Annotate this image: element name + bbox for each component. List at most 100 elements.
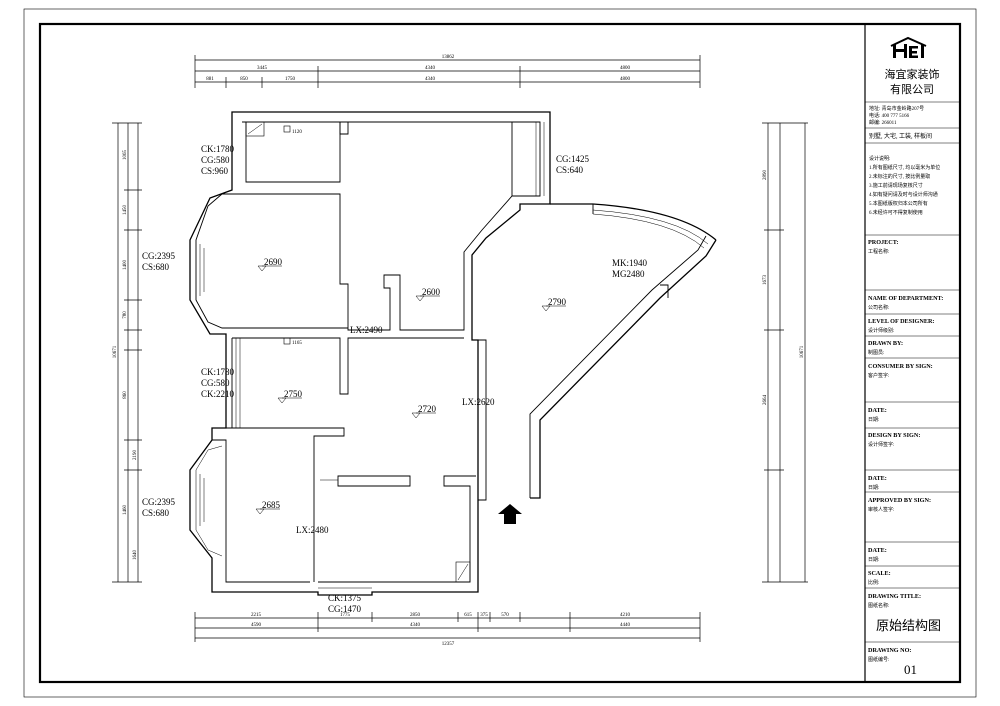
- room2-ck2: CK:2210: [201, 389, 235, 399]
- dim-left-2: 1400: [123, 260, 128, 271]
- dim-left-0: 1065: [123, 150, 128, 161]
- height-marker-2750: 2750: [277, 389, 303, 404]
- height-2720: 2720: [418, 404, 437, 414]
- title-block: 海宜家装饰 有限公司 地址: 青岛市金岭路207号 电话: 400 777 51…: [864, 24, 960, 682]
- room1-cs: CS:960: [201, 166, 229, 176]
- dim-bottom-1-1: 1775: [340, 613, 351, 618]
- left-dimensions: 10671 1065 1450 1400 780 860 2190 1460 1…: [112, 122, 142, 583]
- height-2685: 2685: [262, 500, 281, 510]
- entrance-arrow-icon: [498, 504, 522, 524]
- dim-bottom-2-1: 4340: [410, 623, 421, 628]
- room1-ck: CK:1780: [201, 144, 235, 154]
- top-dimensions: 13862 3445 4340 4800 881 850 1750 4340 4…: [194, 55, 701, 88]
- scale-label-cn: 比例:: [868, 579, 879, 586]
- dim-left-7: 1640: [133, 550, 138, 561]
- drawing-title-value: 原始结构图: [876, 618, 941, 633]
- room1-cg: CG:580: [201, 155, 230, 165]
- date-label-2-en: DATE:: [868, 475, 887, 482]
- date-label-1-en: DATE:: [868, 407, 887, 414]
- dim-top-3-0: 881: [206, 77, 214, 82]
- dim-right-total: 10671: [800, 345, 805, 358]
- dim-bottom-1-4: 375: [480, 613, 488, 618]
- balcony-cg: CG:1425: [556, 154, 590, 164]
- design-sign-label-cn: 设计师签字:: [868, 441, 894, 448]
- date-label-1-cn: 日期:: [868, 417, 879, 423]
- note-line-2: 2.未标注的尺寸, 按比例量取: [869, 173, 930, 180]
- room-annotations: CK:1780 CG:580 CS:960 CG:2395 CS:680 CG:…: [142, 130, 648, 614]
- room2-ck: CK:1780: [201, 367, 235, 377]
- approved-sign-label-cn: 审核人签字:: [868, 506, 894, 513]
- dim-top-total: 13862: [442, 55, 455, 60]
- height-marker-2720: 2720: [411, 404, 437, 419]
- height-marker-2690: 2690: [257, 257, 283, 272]
- drawn-by-label-en: DRAWN BY:: [868, 340, 903, 347]
- department-label-en: NAME OF DEPARTMENT:: [868, 295, 943, 302]
- bay1-cs: CS:680: [142, 262, 170, 272]
- drawing-no-value: 01: [904, 662, 917, 677]
- drawing-title-label-en: DRAWING TITLE:: [868, 593, 921, 600]
- balcony-cs: CS:640: [556, 165, 584, 175]
- dim-bottom-total: 12357: [442, 642, 455, 647]
- note-line-5: 5.本图纸版权归本公司所有: [869, 200, 928, 207]
- height-marker-2685: 2685: [255, 500, 281, 515]
- ceiling-height-markers: 2690 2600 2790 2750 2720 2685: [255, 257, 567, 515]
- floor-plan-walls: [189, 111, 717, 596]
- consumer-sign-label-en: CONSUMER BY SIGN:: [868, 363, 933, 370]
- door-mg: MG2480: [612, 269, 645, 279]
- dim-left-4: 860: [123, 391, 128, 399]
- small-dim-1165: 1165: [292, 341, 302, 346]
- dim-bottom-2-0: 4590: [251, 623, 262, 628]
- dim-bottom-2-2: 4440: [620, 623, 631, 628]
- approved-sign-label-en: APPROVED BY SIGN:: [868, 497, 931, 504]
- bottom-dimensions: 2215 1775 2850 615 375 570 4210 4590 434…: [194, 612, 701, 647]
- company-name-line2: 有限公司: [890, 82, 934, 96]
- outer-border: [23, 8, 977, 698]
- dim-left-5: 2190: [133, 450, 138, 461]
- project-label-cn: 工程名称:: [868, 248, 889, 255]
- date-label-2-cn: 日期:: [868, 485, 879, 491]
- room2-cg: CG:580: [201, 378, 230, 388]
- dim-top-2-1: 4340: [425, 66, 436, 71]
- lx-2480: LX:2480: [296, 525, 329, 535]
- note-line-4: 4.如有疑问请及时与设计师沟通: [869, 191, 938, 198]
- door-mk: MK:1940: [612, 258, 648, 268]
- height-marker-2600: 2600: [415, 287, 441, 302]
- level-label-en: LEVEL OF DESIGNER:: [868, 318, 934, 325]
- bottom-window-ck: CK:1375: [328, 593, 362, 603]
- dim-bottom-1-2: 2850: [410, 613, 421, 618]
- dim-left-3: 780: [123, 311, 128, 319]
- height-2790: 2790: [548, 297, 567, 307]
- dim-top-3-3: 4340: [425, 77, 436, 82]
- dim-bottom-1-0: 2215: [251, 613, 262, 618]
- address-line-3: 邮编: 266011: [869, 119, 897, 126]
- inner-border: [38, 22, 962, 684]
- note-line-6: 6.未经许可不得复制使用: [869, 209, 923, 216]
- dim-top-2-0: 3445: [257, 66, 268, 71]
- level-label-cn: 设计师级别:: [868, 327, 894, 334]
- dim-top-3-2: 1750: [285, 77, 296, 82]
- drawing-no-label-cn: 图纸编号:: [868, 656, 889, 663]
- dim-bottom-1-3: 615: [464, 613, 472, 618]
- bottom-window-cg: CG:1470: [328, 604, 362, 614]
- date-label-3-en: DATE:: [868, 547, 887, 554]
- department-label-cn: 公司名称:: [868, 304, 889, 311]
- dim-left-6: 1460: [123, 505, 128, 516]
- dim-right-0: 2890: [763, 170, 768, 181]
- scale-label-en: SCALE:: [868, 570, 891, 577]
- design-notes: 设计说明: 1.所有图纸尺寸, 均以毫米为单位 2.未标注的尺寸, 按比例量取 …: [869, 155, 940, 216]
- dim-top-3-4: 4800: [620, 77, 631, 82]
- height-2690: 2690: [264, 257, 283, 267]
- lx-2490: LX:2490: [350, 325, 383, 335]
- right-dimensions: 2890 1673 2664 10671: [762, 122, 808, 583]
- height-2750: 2750: [284, 389, 303, 399]
- dim-right-2: 2664: [763, 395, 768, 406]
- height-2600: 2600: [422, 287, 441, 297]
- dim-left-total: 10671: [113, 345, 118, 358]
- company-name-line1: 海宜家装饰: [885, 67, 940, 81]
- drawn-by-label-cn: 制图员:: [868, 349, 884, 356]
- lx-2620: LX:2620: [462, 397, 495, 407]
- dim-bottom-1-5: 570: [501, 613, 509, 618]
- date-label-3-cn: 日期:: [868, 557, 879, 563]
- note-line-0: 设计说明:: [869, 155, 890, 162]
